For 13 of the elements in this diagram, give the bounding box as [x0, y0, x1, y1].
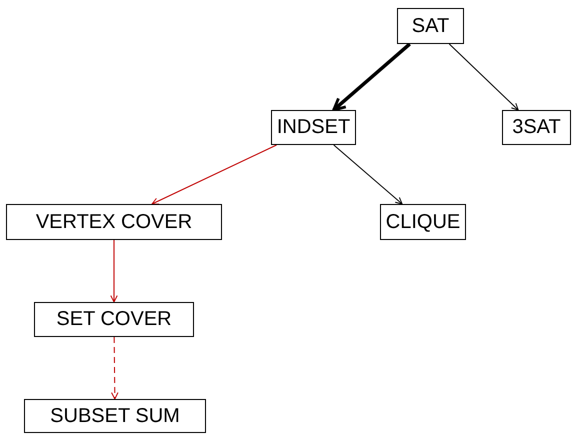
arrow — [333, 144, 403, 204]
problem-box: SAT — [397, 8, 464, 44]
problem-box: SET COVER — [34, 302, 194, 337]
problem-box: SUBSET SUM — [24, 399, 206, 433]
arrow — [110, 240, 118, 302]
problem-box: 3SAT — [502, 110, 571, 145]
arrow — [448, 44, 519, 110]
arrow — [111, 336, 118, 400]
problem-box: INDSET — [271, 110, 356, 145]
problem-box: CLIQUE — [380, 204, 466, 240]
arrow — [332, 42, 411, 112]
problem-box: VERTEX COVER — [6, 204, 222, 240]
arrow — [152, 144, 278, 205]
